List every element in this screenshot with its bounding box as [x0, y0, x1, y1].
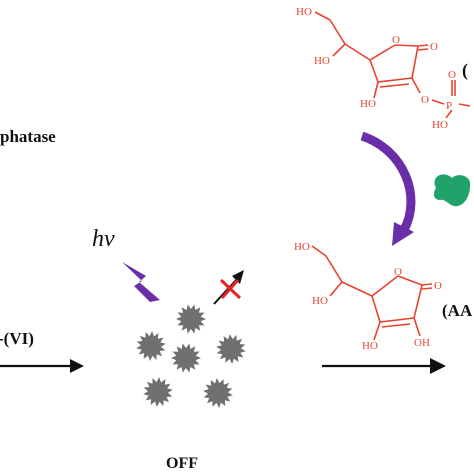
nanoparticle	[143, 377, 173, 407]
bottom-molecule-labels: HO HO O O HO OH	[294, 241, 442, 352]
red-cross-icon	[219, 278, 242, 300]
svg-text:O: O	[430, 41, 438, 53]
svg-text:HO: HO	[432, 119, 448, 131]
main-reaction-arrow	[322, 358, 446, 374]
off-label: OFF	[166, 455, 198, 472]
svg-text:HO: HO	[312, 295, 328, 307]
svg-text:O: O	[392, 34, 400, 46]
top-molecule-labels: HO HO O O HO O P O HO	[296, 6, 456, 131]
nanoparticle	[216, 334, 246, 364]
nanoparticle	[203, 378, 233, 408]
svg-text:HO: HO	[360, 98, 376, 110]
left-reaction-arrow	[0, 359, 84, 373]
svg-text:O: O	[434, 280, 442, 292]
ascorbic-acid-phosphate-molecule	[314, 11, 471, 119]
svg-text:O: O	[448, 69, 456, 81]
svg-text:HO: HO	[294, 241, 310, 253]
svg-text:O: O	[394, 266, 402, 278]
aa-label: (AA	[442, 301, 473, 320]
svg-text:P: P	[446, 100, 452, 112]
hv-label: hv	[92, 226, 115, 252]
nanoparticle	[171, 343, 201, 373]
svg-text:OH: OH	[414, 337, 430, 349]
nanoparticle	[176, 304, 206, 334]
svg-text:HO: HO	[362, 340, 378, 352]
nanoparticle-cluster	[136, 304, 246, 408]
phosphatase-label: phatase	[0, 127, 56, 146]
svg-text:HO: HO	[314, 55, 330, 67]
curved-reaction-arrow	[360, 131, 416, 246]
enzyme-icon	[433, 174, 471, 207]
cr-vi-label: -(VI)	[0, 329, 34, 348]
ascorbic-acid-molecule	[311, 245, 433, 341]
svg-text:O: O	[421, 94, 429, 106]
svg-text:HO: HO	[296, 6, 312, 18]
top-right-partial-label: (	[462, 60, 468, 81]
nanoparticle	[136, 331, 166, 361]
lightning-bolt-icon	[122, 262, 160, 302]
